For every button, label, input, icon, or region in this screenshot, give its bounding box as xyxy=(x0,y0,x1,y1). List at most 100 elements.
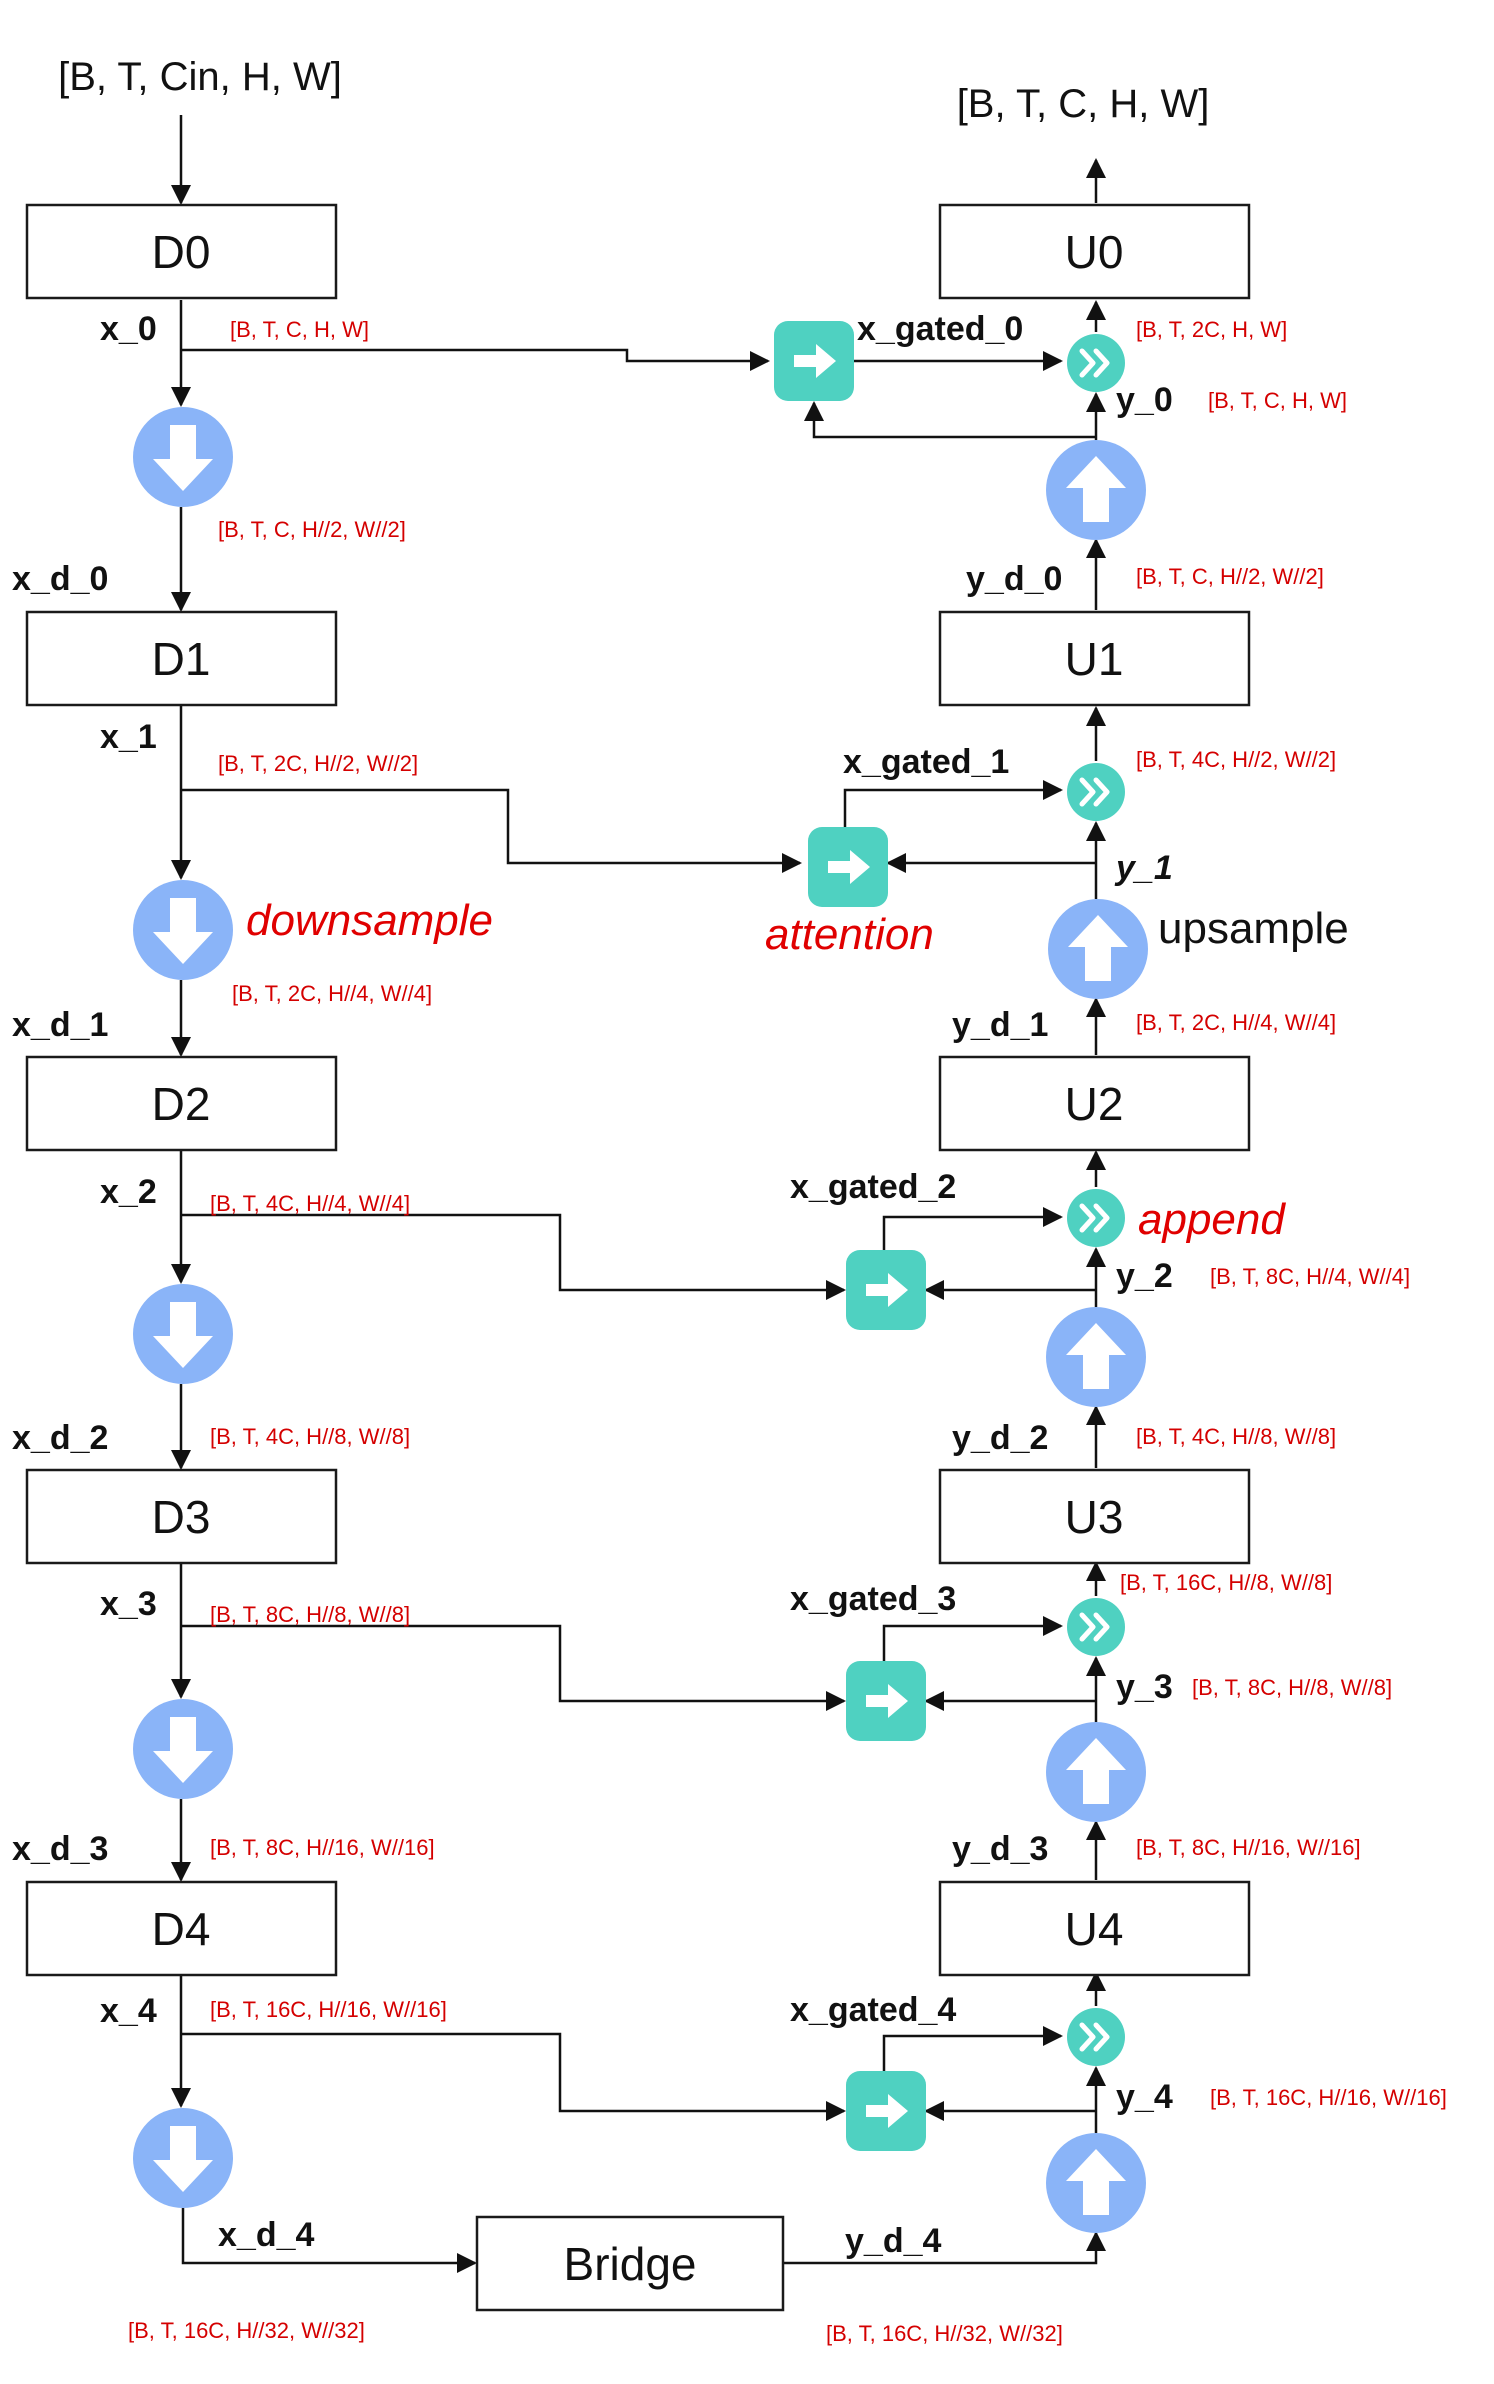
block-label: U0 xyxy=(1065,226,1124,278)
var-label: y_d_2 xyxy=(952,1419,1048,1457)
gated3-to-append3 xyxy=(882,1616,1063,1661)
downsample-annotation: downsample xyxy=(246,896,493,945)
var-label: x_gated_3 xyxy=(790,1580,956,1618)
shape-label: [B, T, 4C, H//8, W//8] xyxy=(1136,1424,1336,1449)
block-label: D0 xyxy=(152,226,211,278)
attention-icon xyxy=(808,827,888,907)
block-label: U4 xyxy=(1065,1903,1124,1955)
var-label: y_1 xyxy=(1114,849,1173,887)
block-bridge: Bridge xyxy=(475,2215,785,2312)
input-shape-label: [B, T, Cin, H, W] xyxy=(58,55,342,99)
append-icon xyxy=(1067,2008,1125,2066)
connections xyxy=(171,115,1106,2273)
attention-icon xyxy=(774,321,854,401)
block-u1: U1 xyxy=(938,610,1251,707)
block-d4: D4 xyxy=(25,1880,338,1977)
shape-label: [B, T, 8C, H//8, W//8] xyxy=(1192,1675,1392,1700)
shape-label: [B, T, C, H, W] xyxy=(230,317,369,342)
output-shape-label: [B, T, C, H, W] xyxy=(957,82,1210,126)
var-label: y_2 xyxy=(1116,1257,1173,1295)
block-u2: U2 xyxy=(938,1055,1251,1152)
upsample-icon xyxy=(1046,1722,1146,1822)
skip-x0 xyxy=(181,348,770,371)
var-label: x_d_3 xyxy=(12,1830,108,1868)
shape-label: [B, T, 8C, H//8, W//8] xyxy=(210,1602,410,1627)
downsample-icon xyxy=(133,407,233,507)
downsample-icon xyxy=(133,1699,233,1799)
shape-label: [B, T, 4C, H//8, W//8] xyxy=(210,1424,410,1449)
shape-label: [B, T, 8C, H//4, W//4] xyxy=(1210,1264,1410,1289)
var-label: y_4 xyxy=(1116,2078,1173,2116)
append-icon xyxy=(1067,1598,1125,1656)
skip-x2 xyxy=(181,1213,846,1300)
shape-label: [B, T, 8C, H//16, W//16] xyxy=(210,1835,435,1860)
block-d0: D0 xyxy=(25,203,338,300)
upsample-icon xyxy=(1046,440,1146,540)
shape-label: [B, T, C, H, W] xyxy=(1208,388,1347,413)
decoder-blocks: U0 U1 U2 U3 U4 xyxy=(938,203,1251,1977)
block-label: Bridge xyxy=(564,2238,697,2290)
var-label: y_d_4 xyxy=(845,2222,941,2260)
block-label: U1 xyxy=(1065,633,1124,685)
var-label: y_0 xyxy=(1116,381,1173,419)
var-label: x_3 xyxy=(100,1585,157,1623)
var-label: x_d_4 xyxy=(218,2216,314,2254)
attention-icons xyxy=(774,321,926,2151)
block-label: U3 xyxy=(1065,1491,1124,1543)
block-label: D1 xyxy=(152,633,211,685)
upsample-icon xyxy=(1048,899,1148,999)
gated4-to-append4 xyxy=(882,2026,1063,2071)
shape-label: [B, T, 2C, H//2, W//2] xyxy=(218,751,418,776)
block-d2: D2 xyxy=(25,1055,338,1152)
skip-x1 xyxy=(181,788,802,873)
shape-label: [B, T, 16C, H//8, W//8] xyxy=(1120,1570,1332,1595)
shape-label: [B, T, 2C, H//4, W//4] xyxy=(232,981,432,1006)
shape-label: [B, T, 8C, H//16, W//16] xyxy=(1136,1835,1361,1860)
var-label: x_gated_2 xyxy=(790,1168,956,1206)
shape-label: [B, T, C, H//2, W//2] xyxy=(1136,564,1324,589)
var-label: x_d_2 xyxy=(12,1419,108,1457)
shape-label: [B, T, 16C, H//32, W//32] xyxy=(826,2321,1063,2346)
gated1-to-append1 xyxy=(843,780,1063,827)
attention-annotation: attention xyxy=(765,910,934,959)
block-d3: D3 xyxy=(25,1468,338,1565)
shape-label: [B, T, 4C, H//4, W//4] xyxy=(210,1191,410,1216)
shape-label: [B, T, 16C, H//16, W//16] xyxy=(210,1997,447,2022)
shape-label: [B, T, 2C, H//4, W//4] xyxy=(1136,1010,1336,1035)
y0-to-attention0 xyxy=(804,401,1096,439)
down4-to-bridge-arrow xyxy=(181,2208,477,2273)
encoder-blocks: D0 D1 D2 D3 D4 xyxy=(25,203,338,1977)
var-label: x_gated_4 xyxy=(790,1991,956,2029)
var-label: y_3 xyxy=(1116,1668,1173,1706)
var-label: x_4 xyxy=(100,1992,157,2030)
append-icon xyxy=(1067,1189,1125,1247)
var-label: y_d_0 xyxy=(966,560,1062,598)
shape-label: [B, T, 2C, H, W] xyxy=(1136,317,1287,342)
upsample-icon xyxy=(1046,2133,1146,2233)
attention-icon xyxy=(846,1661,926,1741)
skip-x4 xyxy=(181,2032,846,2121)
var-label: x_gated_1 xyxy=(843,743,1009,781)
downsample-icon xyxy=(133,2108,233,2208)
append-icon xyxy=(1067,763,1125,821)
var-label: x_2 xyxy=(100,1173,157,1211)
var-label: x_gated_0 xyxy=(857,310,1023,348)
downsample-icon xyxy=(133,880,233,980)
block-label: D2 xyxy=(152,1078,211,1130)
shape-label: [B, T, 4C, H//2, W//2] xyxy=(1136,747,1336,772)
downsample-icon xyxy=(133,1284,233,1384)
gated2-to-append2 xyxy=(882,1207,1063,1250)
var-label: y_d_1 xyxy=(952,1006,1048,1044)
append-annotation: append xyxy=(1138,1195,1286,1244)
skip-x3 xyxy=(181,1624,846,1711)
block-label: D3 xyxy=(152,1491,211,1543)
shape-label: [B, T, 16C, H//16, W//16] xyxy=(1210,2085,1447,2110)
block-d1: D1 xyxy=(25,610,338,707)
block-u3: U3 xyxy=(938,1468,1251,1565)
bridge-to-up4-arrow xyxy=(783,2231,1106,2265)
block-label: D4 xyxy=(152,1903,211,1955)
var-label: x_d_1 xyxy=(12,1006,108,1044)
shape-label: [B, T, 16C, H//32, W//32] xyxy=(128,2318,365,2343)
encoder-labels: x_0 [B, T, C, H, W] [B, T, C, H//2, W//2… xyxy=(12,310,447,2343)
